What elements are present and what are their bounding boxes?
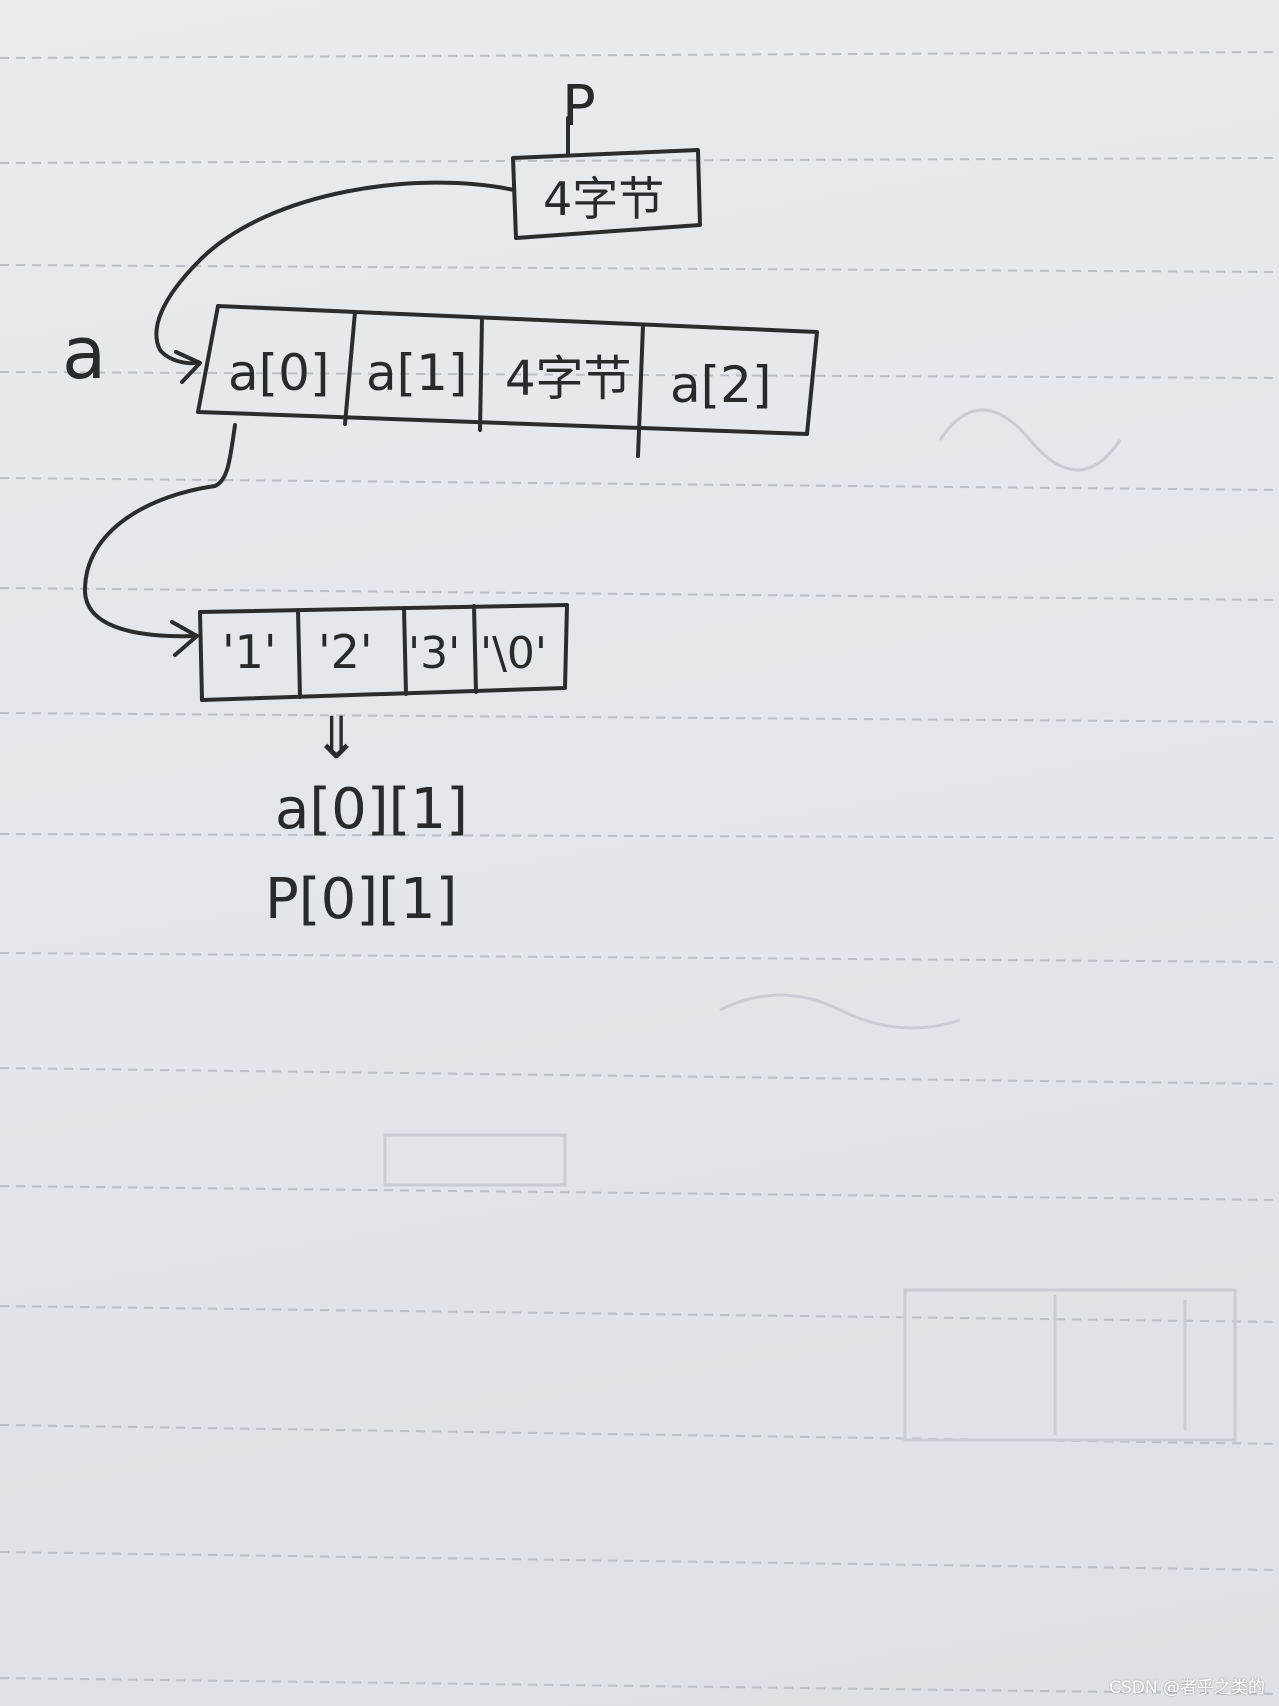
pointer-p-box [511,148,702,240]
arrow-p-to-a [154,180,516,384]
array-a-cell-0: a[0] [228,344,329,402]
expressions: ⇓ a[0][1] P[0][1] [265,704,468,932]
watermark: CSDN @者乎之类的 [1109,1678,1265,1698]
bleed-through-marks [383,408,1237,1442]
string-array-box [198,603,569,702]
string-cell-0: '1' [222,625,277,679]
string-array: '1' '2' '3' '\0' [198,603,569,702]
pointer-p-box-label: 4字节 [543,172,664,226]
array-a-box [196,304,819,436]
array-a: a a[0] a[1] 4字节 a[2] [62,304,819,458]
pointer-p: P 4字节 [511,74,702,240]
string-cell-3: '\0' [480,628,547,679]
ruled-lines [0,51,1279,1695]
expression-a: a[0][1] [275,777,468,842]
array-a-label: a [62,311,106,395]
array-a-cell-1: a[1] [366,344,467,402]
double-down-arrow: ⇓ [312,704,361,772]
expression-p: P[0][1] [265,867,457,932]
arrow-a0-to-string [83,423,237,657]
string-cell-1: '2' [318,625,373,679]
string-cell-2: '3' [408,628,460,679]
array-a-cell-2: 4字节 [505,351,632,407]
array-a-cell-3: a[2] [670,356,771,414]
